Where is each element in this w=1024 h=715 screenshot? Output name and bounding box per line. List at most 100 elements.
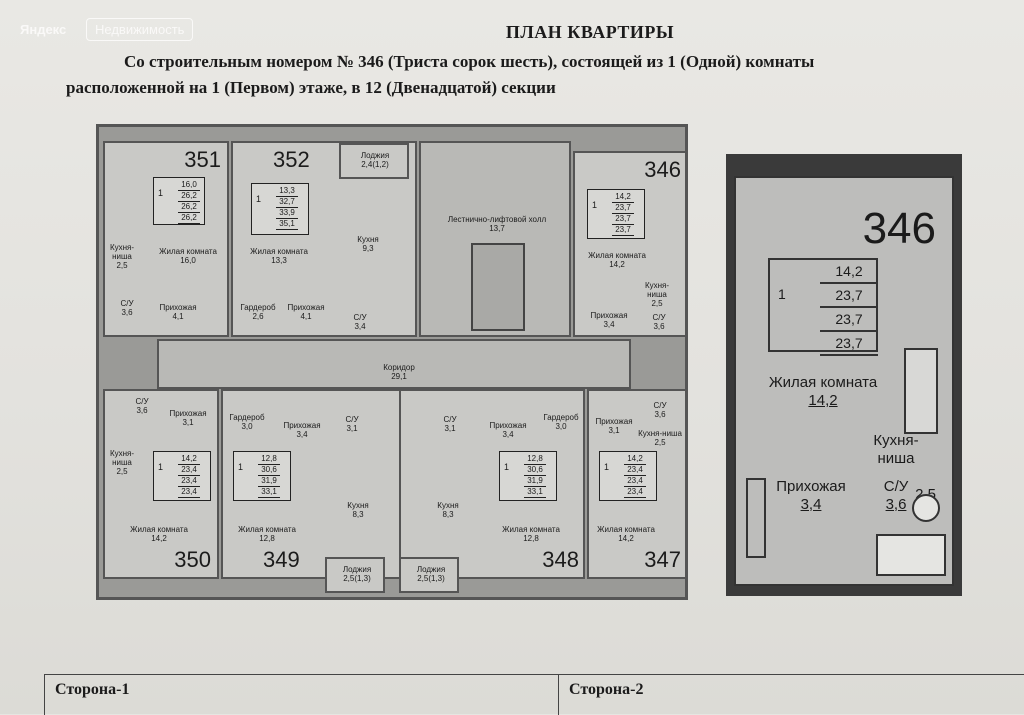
room-label: Кухня- ниша 2,5: [644, 281, 670, 308]
area-table: 1 14,2 23,7 23,7 23,7: [768, 258, 878, 356]
kitchen-unit: [904, 348, 938, 434]
apartment-349: 349 1 12,8 30,6 31,9 33,1 Жилая комната …: [221, 389, 411, 579]
apartment-number: 348: [542, 547, 579, 572]
room-label: Кухня-ниша 2,5: [638, 429, 682, 447]
room-label: С/У 3,1: [443, 415, 457, 433]
bathroom-area: 3,6: [885, 496, 907, 513]
room-label: Кухня 8,3: [347, 501, 369, 519]
document-title: ПЛАН КВАРТИРЫ: [505, 22, 675, 42]
toilet-icon: [912, 494, 940, 522]
hall-label: Прихожая 3,4: [766, 478, 856, 514]
apartment-350: 350 1 14,2 23,4 23,4 23,4 Жилая комната …: [103, 389, 219, 579]
room-label: Кухня- ниша 2,5: [109, 243, 135, 270]
area-table: 1 14,2 23,4 23,4 23,4: [599, 451, 657, 501]
area-value: 26,2: [178, 213, 200, 224]
room-label: Жилая комната 12,8: [238, 525, 296, 543]
hall-area: 3,4: [800, 496, 822, 513]
room-label: Прихожая 3,4: [489, 421, 527, 439]
room-label: Кухня- ниша 2,5: [109, 449, 135, 476]
room-label: Лестнично-лифтовой холл 13,7: [447, 215, 547, 233]
bathroom-label: С/У 3,6: [876, 478, 916, 514]
area-table: 1 12,8 30,6 31,9 33,1: [233, 451, 291, 501]
room-label: Лоджия 2,4(1,2): [360, 151, 390, 169]
room-count: 1: [778, 286, 786, 302]
apartment-number: 349: [263, 547, 300, 572]
loggia-bottom-right: Лоджия 2,5(1,3): [399, 557, 459, 593]
watermark-logo: Яндекс: [20, 22, 67, 37]
room-label: Гардероб 3,0: [543, 413, 579, 431]
area-value: 31,9: [258, 476, 280, 487]
area-value: 23,7: [820, 332, 878, 356]
apartment-346: 346 1 14,2 23,7 23,7 23,7 Жилая комната …: [573, 151, 687, 337]
apartment-number: 350: [174, 547, 211, 572]
room-label: С/У 3,1: [345, 415, 359, 433]
room-label: Жилая комната 16,0: [159, 247, 217, 265]
living-room-area: 14,2: [808, 392, 838, 409]
area-value: 23,4: [178, 487, 200, 498]
area-value: 23,7: [820, 308, 878, 332]
room-label: Жилая комната 14,2: [130, 525, 188, 543]
description-line-2: расположенной на 1 (Первом) этаже, в 12 …: [66, 78, 556, 97]
room-label: Кухня 8,3: [437, 501, 459, 519]
area-value: 23,4: [624, 465, 646, 476]
area-value: 16,0: [178, 180, 200, 191]
watermark-tag: Недвижимость: [86, 18, 194, 41]
area-table: 1 13,3 32,7 33,9 35,1: [251, 183, 309, 235]
area-value: 23,7: [612, 214, 634, 225]
room-label: Прихожая 4,1: [287, 303, 325, 321]
bathroom-name: С/У: [883, 478, 909, 495]
apartment-number: 351: [184, 147, 221, 172]
bathtub-icon: [876, 534, 946, 576]
area-value: 23,4: [624, 487, 646, 498]
description-line-1: Со строительным номером № 346 (Триста со…: [124, 52, 815, 71]
area-value: 14,2: [820, 260, 878, 284]
area-table: 1 14,2 23,7 23,7 23,7: [587, 189, 645, 239]
area-value: 14,2: [178, 454, 200, 465]
room-label: Лоджия 2,5(1,3): [416, 565, 446, 583]
room-label: Жилая комната 13,3: [250, 247, 308, 265]
area-value: 23,4: [178, 476, 200, 487]
area-table: 1 14,2 23,4 23,4 23,4: [153, 451, 211, 501]
room-count: 1: [256, 194, 262, 204]
wardrobe-cross: [746, 478, 766, 558]
room-label: С/У 3,6: [653, 401, 667, 419]
apartment-number: 346: [644, 157, 681, 182]
apartment-348: 348 1 12,8 30,6 31,9 33,1 Жилая комната …: [399, 389, 585, 579]
room-label: Лоджия 2,5(1,3): [342, 565, 372, 583]
apartment-number: 346: [862, 204, 936, 253]
area-value: 35,1: [276, 219, 298, 230]
living-room-name: Жилая комната: [768, 374, 878, 391]
room-count: 1: [158, 462, 164, 472]
room-label: С/У 3,6: [120, 299, 134, 317]
room-label: Прихожая 4,1: [159, 303, 197, 321]
area-value: 33,9: [276, 208, 298, 219]
room-count: 1: [158, 188, 164, 198]
room-label: С/У 3,4: [353, 313, 367, 331]
area-value: 30,6: [524, 465, 546, 476]
room-label: Коридор 29,1: [383, 363, 415, 381]
floor-plan: 351 1 16,0 26,2 26,2 26,2 Жилая комната …: [96, 124, 688, 600]
room-label: Кухня 9,3: [357, 235, 379, 253]
room-label: Жилая комната 14,2: [588, 251, 646, 269]
loggia-bottom-left: Лоджия 2,5(1,3): [325, 557, 385, 593]
room-count: 1: [592, 200, 598, 210]
room-count: 1: [604, 462, 610, 472]
area-value: 14,2: [624, 454, 646, 465]
loggia-top: Лоджия 2,4(1,2): [339, 143, 409, 179]
area-value: 12,8: [258, 454, 280, 465]
area-value: 13,3: [276, 186, 298, 197]
area-value: 33,1: [524, 487, 546, 498]
room-label: Прихожая 3,4: [283, 421, 321, 439]
living-room-label: Жилая комната 14,2: [748, 374, 898, 410]
room-label: Прихожая 3,1: [595, 417, 633, 435]
area-value: 23,4: [624, 476, 646, 487]
area-value: 23,4: [178, 465, 200, 476]
area-value: 14,2: [612, 192, 634, 203]
sides-table: Сторона-1 Сторона-2: [44, 674, 1024, 715]
area-value: 32,7: [276, 197, 298, 208]
room-label: Гардероб 3,0: [229, 413, 265, 431]
side-1-cell: Сторона-1: [45, 675, 559, 715]
room-label: С/У 3,6: [652, 313, 666, 331]
area-table: 1 16,0 26,2 26,2 26,2: [153, 177, 205, 225]
side-2-cell: Сторона-2: [569, 681, 644, 698]
